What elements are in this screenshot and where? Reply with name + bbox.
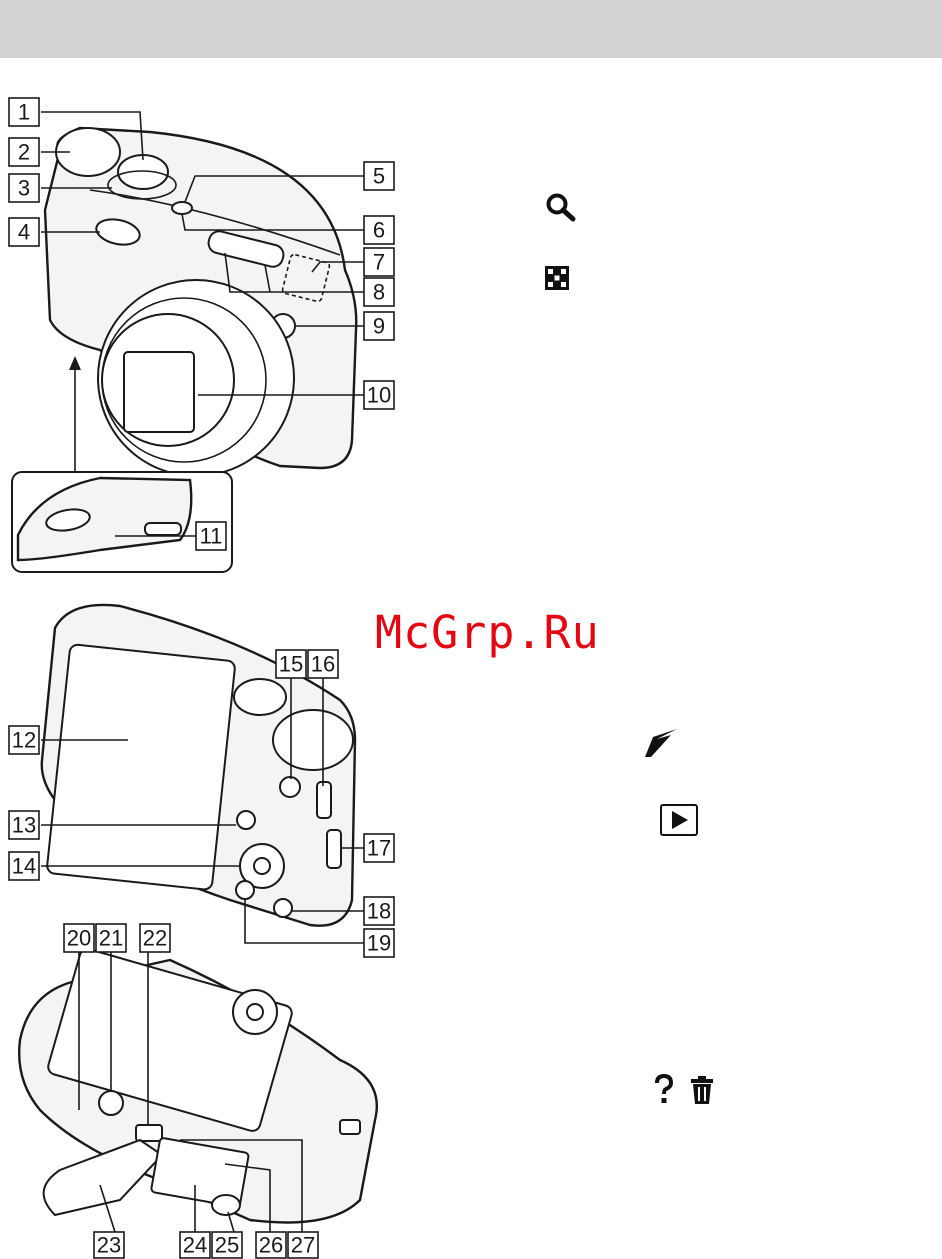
svg-text:7: 7 (373, 250, 385, 275)
callout-3: 3 (9, 174, 39, 202)
callout-13: 13 (9, 811, 39, 839)
microphone-front (172, 202, 192, 214)
svg-text:5: 5 (373, 164, 385, 189)
play-icon (660, 804, 698, 836)
callout-19: 19 (364, 929, 394, 957)
callout-20: 20 (64, 924, 94, 952)
help-delete-button (274, 899, 292, 917)
callout-7: 7 (364, 248, 394, 276)
svg-text:10: 10 (367, 383, 391, 408)
callout-17: 17 (364, 834, 394, 862)
movie-button (280, 777, 300, 797)
callout-21: 21 (96, 924, 126, 952)
playback-button (237, 811, 255, 829)
callout-1: 1 (9, 98, 39, 126)
lens-aperture (124, 352, 194, 432)
callout-22: 22 (140, 924, 170, 952)
callout-8: 8 (364, 278, 394, 306)
strap-lug-bottom (340, 1120, 360, 1134)
svg-text:16: 16 (311, 652, 335, 677)
svg-text:18: 18 (367, 899, 391, 924)
svg-text:6: 6 (373, 218, 385, 243)
svg-text:15: 15 (279, 652, 303, 677)
svg-text:26: 26 (259, 1233, 283, 1258)
callout-25: 25 (212, 1232, 242, 1258)
callout-14: 14 (9, 852, 39, 880)
callout-26: 26 (256, 1232, 286, 1258)
magnifier-icon (545, 192, 577, 222)
callout-24: 24 (180, 1232, 210, 1258)
grid-index-icon (545, 266, 569, 290)
watermark-text: McGrp.Ru (375, 606, 600, 659)
callout-4: 4 (9, 218, 39, 246)
callout-2: 2 (9, 138, 39, 166)
svg-text:1: 1 (18, 100, 30, 125)
question-icon (654, 1074, 674, 1106)
shutter-back (234, 679, 286, 715)
multi-terminal (136, 1125, 162, 1141)
svg-text:13: 13 (12, 813, 36, 838)
svg-text:17: 17 (367, 836, 391, 861)
svg-text:22: 22 (143, 926, 167, 951)
camera-front-view (45, 128, 356, 476)
svg-text:3: 3 (18, 176, 30, 201)
callout-18: 18 (364, 897, 394, 925)
svg-text:25: 25 (215, 1233, 239, 1258)
svg-text:27: 27 (291, 1233, 315, 1258)
inset-slot (145, 523, 181, 535)
svg-text:19: 19 (367, 931, 391, 956)
svg-text:20: 20 (67, 926, 91, 951)
tripod-socket (99, 1091, 123, 1115)
svg-text:4: 4 (18, 220, 30, 245)
svg-text:11: 11 (200, 524, 223, 549)
svg-text:21: 21 (99, 926, 123, 951)
hdmi-cover (327, 830, 341, 868)
callout-16: 16 (308, 650, 338, 678)
callout-10: 10 (364, 381, 394, 409)
callout-15: 15 (276, 650, 306, 678)
callout-11: 11 (196, 522, 226, 550)
svg-text:14: 14 (12, 854, 36, 879)
svg-text:2: 2 (18, 140, 30, 165)
camera-bottom-view (19, 947, 377, 1222)
strap-lug (317, 782, 331, 818)
svg-text:12: 12 (12, 728, 36, 753)
callout-5: 5 (364, 162, 394, 190)
svg-text:23: 23 (97, 1233, 121, 1258)
mode-dial (273, 710, 353, 770)
battery-eject-lever (212, 1195, 240, 1215)
svg-text:9: 9 (373, 314, 385, 339)
trash-icon (690, 1075, 714, 1105)
callout-9: 9 (364, 312, 394, 340)
menu-button (236, 881, 254, 899)
svg-text:8: 8 (373, 280, 385, 305)
callout-23: 23 (94, 1232, 124, 1258)
n-mark-icon (643, 727, 681, 759)
callout-12: 12 (9, 726, 39, 754)
callout-6: 6 (364, 216, 394, 244)
callout-27: 27 (288, 1232, 318, 1258)
svg-text:24: 24 (183, 1233, 207, 1258)
lcd-screen (46, 644, 235, 890)
